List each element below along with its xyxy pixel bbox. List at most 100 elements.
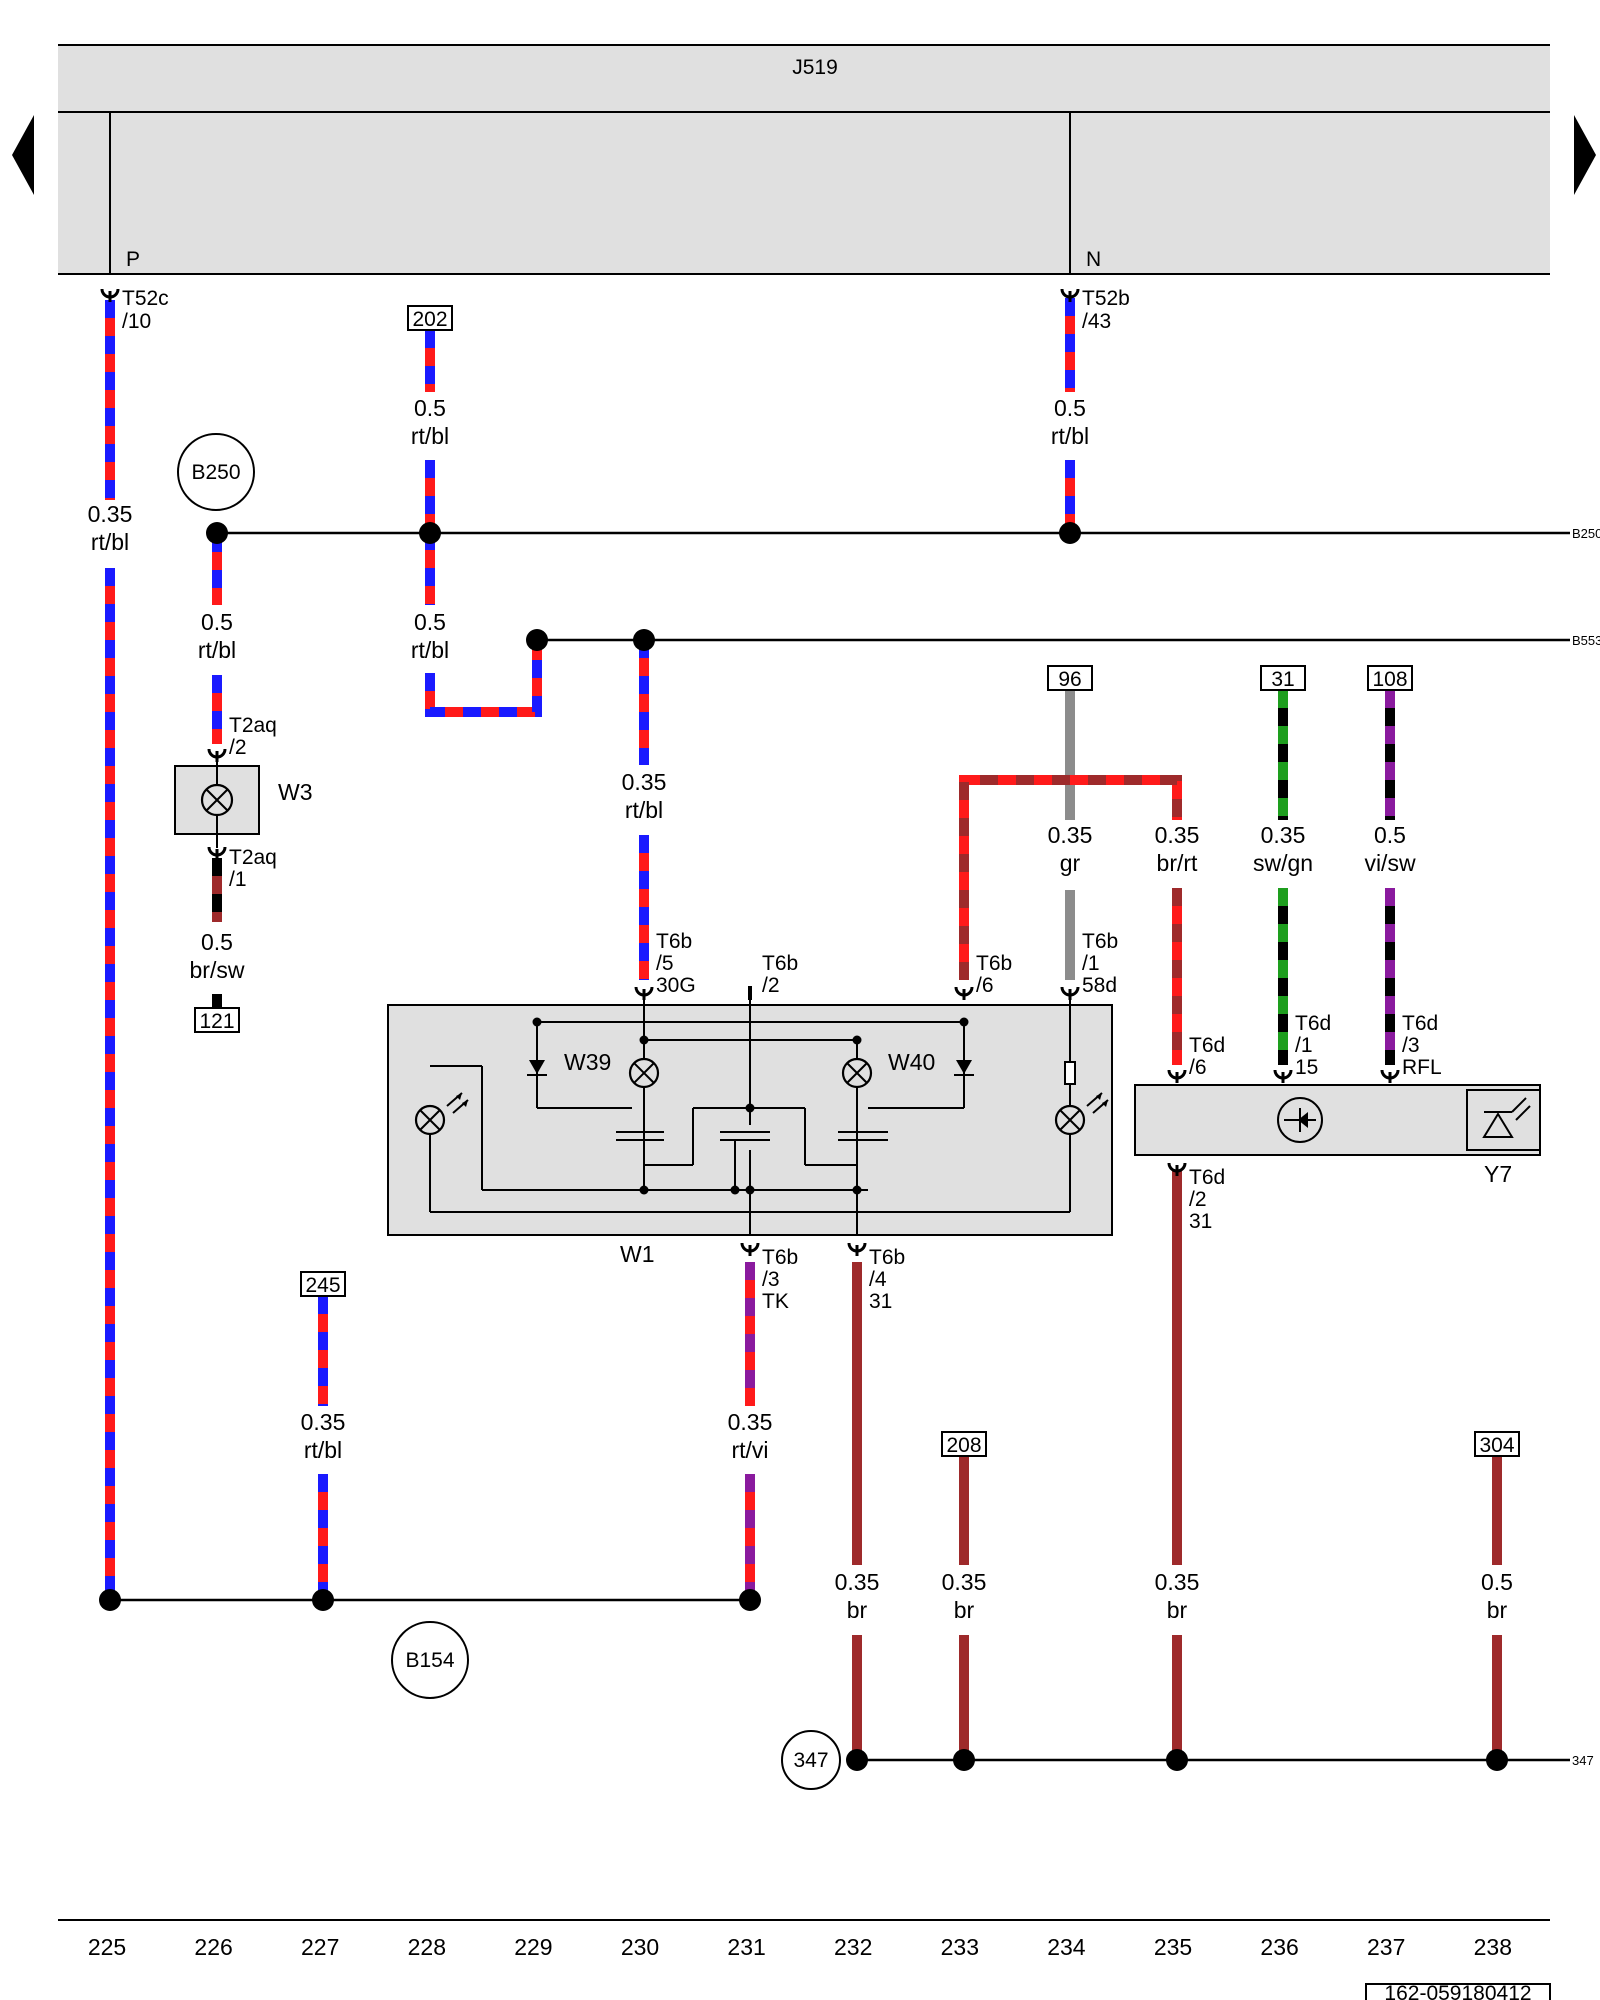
- wire-226b-size: 0.5: [201, 929, 233, 955]
- track-number: 226: [194, 1934, 232, 1960]
- wire-235a-size: 0.35: [1155, 822, 1200, 848]
- conn-t6b4-name: T6b: [869, 1246, 905, 1269]
- conn-t52b-pin: /43: [1082, 310, 1111, 333]
- conn-t52c-name: T52c: [122, 287, 169, 310]
- wire-228a-size: 0.5: [414, 395, 446, 421]
- wire-236-size: 0.35: [1261, 822, 1306, 848]
- w1-label: W1: [620, 1241, 655, 1267]
- conn-t6d1-name: T6d: [1295, 1012, 1331, 1035]
- conn-t6d3-func: RFL: [1402, 1056, 1442, 1079]
- arrow-left-icon[interactable]: [12, 115, 34, 195]
- wire-232-size: 0.35: [835, 1569, 880, 1595]
- wire-230-color: rt/bl: [625, 797, 663, 823]
- ref-108[interactable]: 108: [1367, 665, 1413, 691]
- node-b250-label: B250: [191, 461, 240, 484]
- wire-225-color: rt/bl: [91, 529, 129, 555]
- conn-t52b-name: T52b: [1082, 287, 1130, 310]
- wire-labels: 0.35 rt/bl 0.5 rt/bl 0.5 br/sw 0.5 rt/bl…: [88, 395, 1513, 1623]
- wire-227-color: rt/bl: [304, 1437, 342, 1463]
- ref-202-label: 202: [412, 308, 447, 331]
- ref-304[interactable]: 304: [1474, 1431, 1520, 1457]
- bus-b250-edge-label: B250: [1572, 526, 1600, 541]
- wire-230-size: 0.35: [622, 769, 667, 795]
- w3-bulb-icon: [200, 783, 234, 817]
- wire-234-size: 0.5: [1054, 395, 1086, 421]
- conn-t6d3-name: T6d: [1402, 1012, 1438, 1035]
- conn-t6b6-pin: /6: [976, 974, 994, 997]
- ref-121-label: 121: [199, 1010, 234, 1033]
- bus-347: 347: [857, 1753, 1594, 1768]
- wire-235b-color: br: [1167, 1597, 1188, 1623]
- track-number: 229: [514, 1934, 552, 1960]
- ref-121[interactable]: 121: [194, 1007, 240, 1033]
- wire-234-color: rt/bl: [1051, 423, 1089, 449]
- j519-label: J519: [792, 56, 838, 79]
- bus-347-edge-label: 347: [1572, 1753, 1594, 1768]
- bus-b553: B553: [537, 633, 1600, 648]
- conn-t6d1-func: 15: [1295, 1056, 1318, 1079]
- conn-t6b4-pin: /4: [869, 1268, 887, 1291]
- ref-208[interactable]: 208: [941, 1431, 987, 1457]
- track-number: 231: [727, 1934, 765, 1960]
- conn-t6b3-name: T6b: [762, 1246, 798, 1269]
- conn-t6d6-name: T6d: [1189, 1034, 1225, 1057]
- connector-labels: T52c /10 T52b /43 T2aq /2 T2aq /1 T6b /5…: [122, 287, 1442, 1313]
- w40-bulb-icon: [841, 1057, 873, 1089]
- conn-t6d2-func: 31: [1189, 1210, 1212, 1233]
- wire-235-brrt: [959, 775, 1182, 1065]
- wire-225-size: 0.35: [88, 501, 133, 527]
- w1-lamp-right-icon: [1054, 1061, 1109, 1136]
- y7-motor-icon: [1277, 1097, 1323, 1143]
- ref-304-label: 304: [1479, 1434, 1514, 1457]
- track-number: 232: [834, 1934, 872, 1960]
- conn-t6b5-pin: /5: [656, 952, 674, 975]
- component-y7: Y7: [1134, 1084, 1541, 1187]
- wire-237-color: vi/sw: [1364, 850, 1416, 876]
- wire-228b-size: 0.5: [414, 609, 446, 635]
- track-number: 228: [408, 1934, 446, 1960]
- conn-t2aq2-pin: /2: [229, 736, 247, 759]
- track-number: 234: [1047, 1934, 1086, 1960]
- wire-226-color: rt/bl: [198, 637, 236, 663]
- w40-label: W40: [888, 1049, 935, 1075]
- bus-b553-edge-label: B553: [1572, 633, 1600, 648]
- conn-t6b4-func: 31: [869, 1290, 892, 1313]
- conn-t6d6-pin: /6: [1189, 1056, 1207, 1079]
- node-b154-label: B154: [405, 1649, 454, 1672]
- document-id-box: 162-059180412: [1365, 1982, 1551, 2000]
- wire-232-color: br: [847, 1597, 868, 1623]
- w1-junctions: [532, 1017, 969, 1195]
- control-unit-j519: J519 P N: [58, 44, 1550, 275]
- conn-t6b3-pin: /3: [762, 1268, 780, 1291]
- y7-photodiode-icon: [1482, 1097, 1531, 1138]
- ref-202[interactable]: 202: [407, 305, 453, 331]
- w1-diode-left-icon: [527, 1060, 547, 1076]
- node-347-label: 347: [793, 1749, 828, 1772]
- track-number: 233: [941, 1934, 979, 1960]
- ref-245[interactable]: 245: [300, 1271, 346, 1297]
- conn-t6b2-name: T6b: [762, 952, 798, 975]
- conn-t6b1-name: T6b: [1082, 930, 1118, 953]
- conn-t6d3-pin: /3: [1402, 1034, 1420, 1057]
- junction-dots: [99, 522, 1508, 1771]
- arrow-right-icon[interactable]: [1574, 115, 1596, 195]
- ref-31-label: 31: [1271, 668, 1294, 691]
- ref-208-label: 208: [946, 1434, 981, 1457]
- ref-31[interactable]: 31: [1260, 665, 1306, 691]
- wire-227-size: 0.35: [301, 1409, 346, 1435]
- wire-231-color: rt/vi: [731, 1437, 768, 1463]
- conn-t6d2-pin: /2: [1189, 1188, 1207, 1211]
- conn-t2aq1-pin: /1: [229, 868, 247, 891]
- w39-label: W39: [564, 1049, 611, 1075]
- w39-bulb-icon: [628, 1057, 660, 1089]
- track-number: 227: [301, 1934, 339, 1960]
- wire-233-size: 0.35: [942, 1569, 987, 1595]
- wire-238-color: br: [1487, 1597, 1508, 1623]
- conn-t6b3-func: TK: [762, 1290, 789, 1313]
- wire-235b-size: 0.35: [1155, 1569, 1200, 1595]
- pin-n-label: N: [1086, 248, 1101, 271]
- ref-96-label: 96: [1058, 668, 1081, 691]
- ref-96[interactable]: 96: [1047, 665, 1093, 691]
- conn-t6b5-func: 30G: [656, 974, 696, 997]
